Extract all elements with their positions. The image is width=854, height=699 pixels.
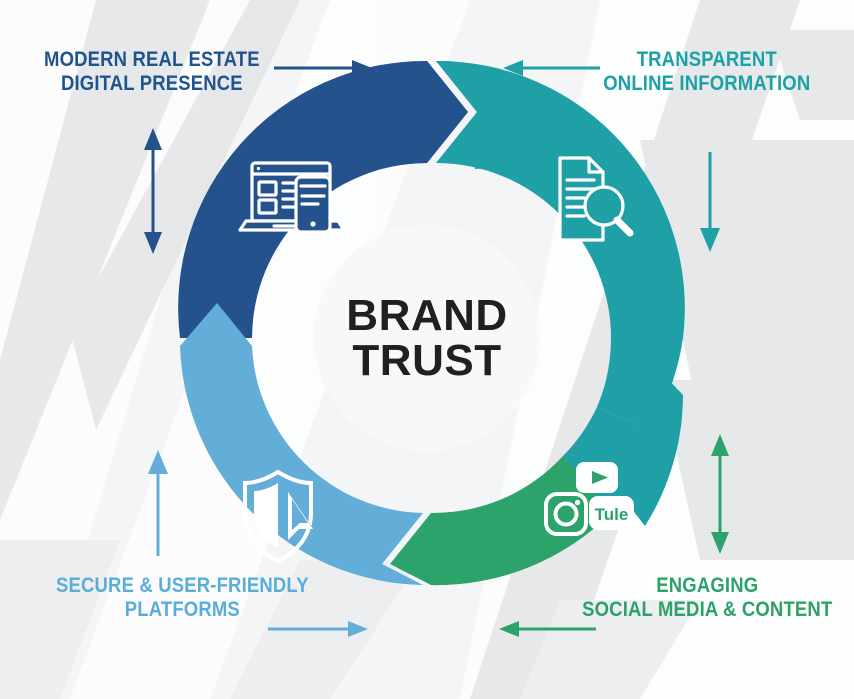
label-top-left: MODERN REAL ESTATE DIGITAL PRESENCE	[44, 48, 260, 97]
arrow-top-right-horizontal	[503, 60, 600, 76]
segment-top-right-body	[436, 60, 685, 430]
arrow-left-vertical-double	[144, 128, 162, 254]
tule-badge-label: Tule	[595, 505, 629, 524]
shield-cursor-icon	[243, 469, 313, 564]
segment-top-right-notch	[563, 407, 650, 512]
label-top-left-line1: MODERN REAL ESTATE	[44, 48, 260, 71]
label-bottom-left-line1: SECURE & USER-FRIENDLY	[56, 574, 309, 597]
label-top-right: TRANSPARENT ONLINE INFORMATION	[603, 48, 810, 97]
segment-top-left-body	[178, 60, 469, 338]
camera-photo-icon	[544, 492, 588, 536]
center-label-line1: BRAND	[346, 291, 508, 340]
label-top-right-line1: TRANSPARENT	[636, 48, 777, 71]
tule-badge-icon: Tule	[589, 496, 634, 530]
social-media-icons: Tule	[544, 462, 634, 536]
center-label-line2: TRUST	[352, 335, 502, 385]
label-bottom-right: ENGAGING SOCIAL MEDIA & CONTENT	[582, 574, 832, 623]
label-bottom-right-line2: SOCIAL MEDIA & CONTENT	[581, 598, 832, 622]
devices-responsive-icon	[238, 161, 346, 234]
label-bottom-right-line1: ENGAGING	[655, 574, 758, 597]
arrow-top-left-horizontal	[274, 60, 372, 76]
document-search-icon	[558, 156, 634, 242]
center-label: BRAND TRUST	[327, 291, 527, 385]
arrow-right-vertical-double	[711, 434, 729, 554]
segment-bottom-right-tip	[390, 456, 612, 586]
segment-bottom-left[interactable]	[180, 303, 423, 585]
label-top-right-line2: ONLINE INFORMATION	[602, 72, 810, 96]
arrow-right-vertical-down	[700, 152, 720, 252]
play-video-icon	[576, 462, 618, 493]
label-top-left-line2: DIGITAL PRESENCE	[60, 72, 243, 96]
arrow-bottom-right-horizontal	[499, 621, 596, 637]
label-bottom-left: SECURE & USER-FRIENDLY PLATFORMS	[56, 574, 309, 623]
center-disc	[314, 225, 540, 451]
label-bottom-left-line2: PLATFORMS	[124, 598, 240, 622]
arrow-bottom-left-horizontal	[268, 621, 368, 637]
arrow-left-vertical-up	[148, 450, 168, 556]
